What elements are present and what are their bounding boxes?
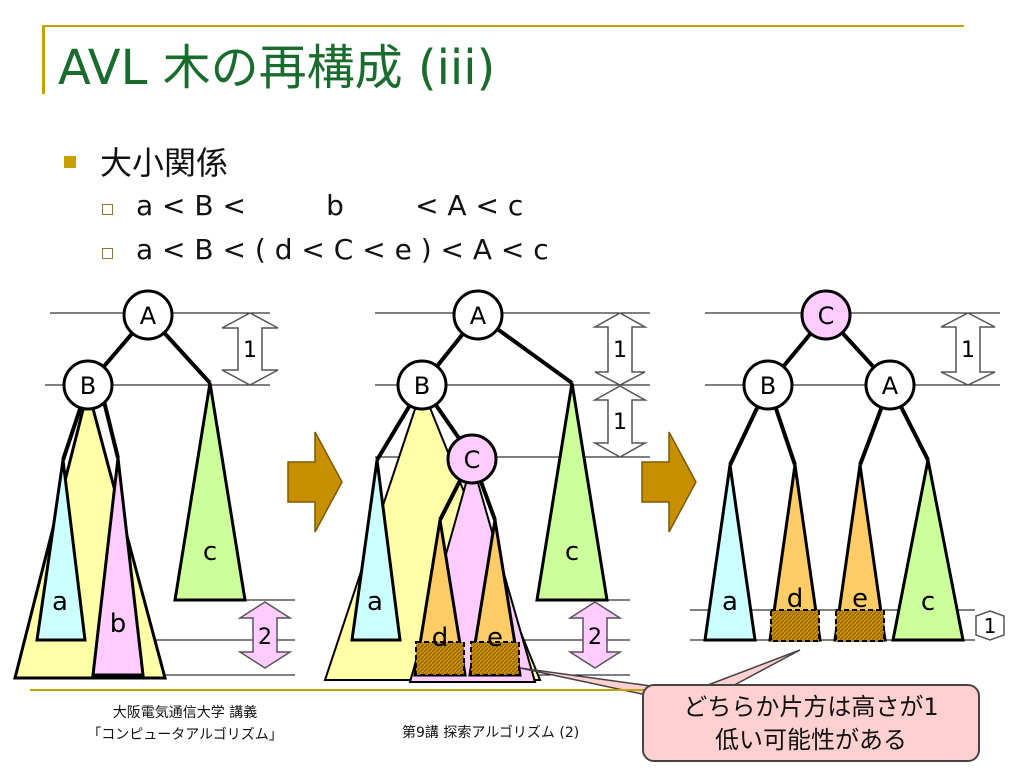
subtree-e-label: e <box>852 584 868 614</box>
node-b-circle <box>396 359 448 411</box>
diagram-after: C B A a d e c 1 1 <box>690 289 1005 642</box>
node-c-circle <box>800 289 852 341</box>
node-b-circle <box>62 359 114 411</box>
height-label: 1 <box>243 338 257 363</box>
relation-line-1: a < B < b < A < c <box>136 189 524 222</box>
height-arrow-2 <box>567 601 623 669</box>
node-a-label: A <box>882 372 899 400</box>
subtree-a <box>703 464 757 642</box>
height-arrow-2 <box>237 601 293 669</box>
height-arrow-1 <box>221 312 279 386</box>
node-c-label: C <box>464 446 481 474</box>
bullet-heading: 大小関係 <box>100 144 229 182</box>
node-a-circle <box>864 359 916 411</box>
hatch-e <box>470 641 520 676</box>
node-a-label: A <box>470 302 487 330</box>
slide-title: AVL 木の再構成 (iii) <box>58 40 496 96</box>
bullet-square-icon <box>64 156 76 168</box>
sub-bullet-icon <box>102 204 113 215</box>
node-b-label: B <box>760 372 776 400</box>
node-a-circle <box>122 289 174 341</box>
subtree-c <box>891 459 965 642</box>
footer-course: 大阪電気通信大学 講義 「コンピュータアルゴリズム」 <box>0 702 370 746</box>
subtree-a <box>35 459 87 642</box>
height-arrow-1a <box>592 312 648 386</box>
node-a-label: A <box>140 302 157 330</box>
subtree-b-label: b <box>110 609 127 639</box>
hatch-d <box>415 641 465 676</box>
title-accent-bar <box>42 26 45 94</box>
transition-arrow-icon <box>287 431 343 533</box>
transition-arrow-icon <box>641 431 697 533</box>
height-arrow-1 <box>940 312 996 386</box>
subtree-a-label: a <box>52 587 68 617</box>
hatch-d <box>770 609 820 642</box>
node-b-label: B <box>414 372 430 400</box>
subtree-e-label: e <box>487 623 503 653</box>
footer-course-line-2: 「コンピュータアルゴリズム」 <box>87 727 283 743</box>
subtree-c-label: c <box>565 537 579 567</box>
footer-rule <box>30 689 950 691</box>
node-b-circle <box>742 359 794 411</box>
footer-lecture: 第9講 探索アルゴリズム (2) <box>402 725 580 741</box>
node-c-circle <box>446 433 498 485</box>
sub-bullet-icon <box>102 248 113 259</box>
subtree-c-label: c <box>203 537 217 567</box>
height-label: 1 <box>961 338 975 363</box>
diagram-before: A B a b c 1 2 <box>13 289 295 680</box>
callout-box: どちらか片方は高さが1 低い可能性がある <box>642 684 980 762</box>
subtree-c-label: c <box>921 587 935 617</box>
height-label: 1 <box>613 338 627 363</box>
subtree-c <box>173 382 247 602</box>
callout-line-1: どちらか片方は高さが1 <box>683 693 939 721</box>
subtree-a-label: a <box>722 587 738 617</box>
relation-line-2: a < B < ( d < C < e ) < A < c <box>136 233 549 266</box>
height-label: 1 <box>984 614 997 638</box>
callout-line-2: 低い可能性がある <box>715 726 907 754</box>
height-label: 1 <box>613 410 627 435</box>
node-a-circle <box>452 289 504 341</box>
height-label: 2 <box>258 625 272 650</box>
height-arrow-1b <box>592 385 648 458</box>
node-b-label: B <box>80 372 96 400</box>
height-arrow-small <box>975 610 1005 641</box>
subtree-d-label: d <box>432 623 449 653</box>
height-label: 2 <box>588 625 602 650</box>
hatch-e <box>835 609 885 642</box>
node-c-label: C <box>818 302 835 330</box>
subtree-c <box>535 382 609 602</box>
subtree-a-label: a <box>367 587 383 617</box>
footer-course-line-1: 大阪電気通信大学 講義 <box>112 705 258 721</box>
subtree-b <box>91 457 145 677</box>
subtree-a <box>350 459 402 642</box>
subtree-d-label: d <box>787 584 804 614</box>
diagram-middle: A B C a d e c 1 1 2 <box>323 289 650 683</box>
title-rule <box>42 25 964 27</box>
